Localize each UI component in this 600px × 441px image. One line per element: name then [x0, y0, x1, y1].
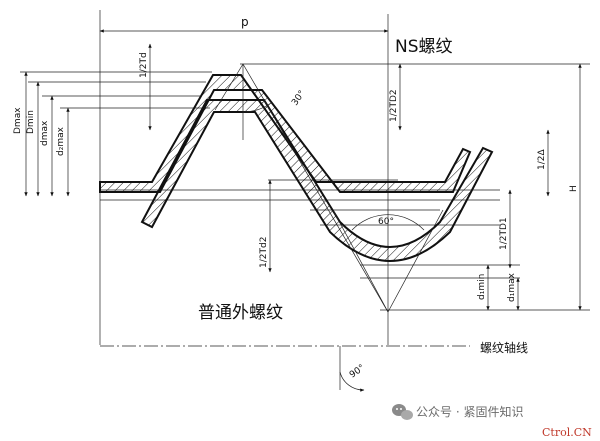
ordinary-thread-title: 普通外螺纹	[198, 303, 283, 323]
angle-90: 90°	[339, 346, 367, 392]
D-min-label: Dmin	[26, 110, 36, 134]
external-thread-profile	[140, 99, 494, 262]
left-dimensions: Dmax Dmin dmax d₂max	[13, 71, 70, 197]
pitch-label: p	[241, 15, 249, 29]
d-max-label: dmax	[40, 120, 50, 146]
half-TD1-label: 1/2TD1	[499, 217, 509, 250]
half-TD2-label: 1/2TD2	[389, 89, 399, 122]
angle-60-label: 60°	[378, 217, 394, 227]
ns-thread-title: NS螺纹	[395, 37, 453, 57]
pitch-dimension: p	[99, 10, 389, 345]
angle-30-label: 30°	[290, 89, 307, 108]
half-delta-label: 1/2Δ	[537, 149, 547, 170]
angle-90-label: 90°	[348, 363, 367, 380]
height-dimension: H	[569, 63, 582, 311]
extension-lines	[20, 63, 590, 311]
wechat-icon	[392, 404, 413, 420]
angle-60: 60°	[351, 214, 425, 231]
d2-max-label: d₂max	[56, 126, 66, 156]
watermark: 公众号 · 紧固件知识 Ctrol.CN	[392, 404, 592, 439]
tolerance-dimensions: 1/2Td 1/2TD2 1/2Td2 1/2TD1 1/2Δ d₁min d₁…	[139, 43, 550, 311]
half-Td2-label: 1/2Td2	[259, 237, 269, 268]
half-Td-label: 1/2Td	[139, 52, 149, 78]
watermark-site: Ctrol.CN	[542, 426, 592, 439]
height-label: H	[569, 185, 579, 192]
d1-max-label: d₁max	[507, 272, 517, 302]
watermark-text: 公众号 · 紧固件知识	[416, 405, 523, 419]
thread-axis-label: 螺纹轴线	[480, 340, 528, 355]
d1-min-label: d₁min	[477, 274, 487, 300]
D-max-label: Dmax	[13, 107, 23, 134]
